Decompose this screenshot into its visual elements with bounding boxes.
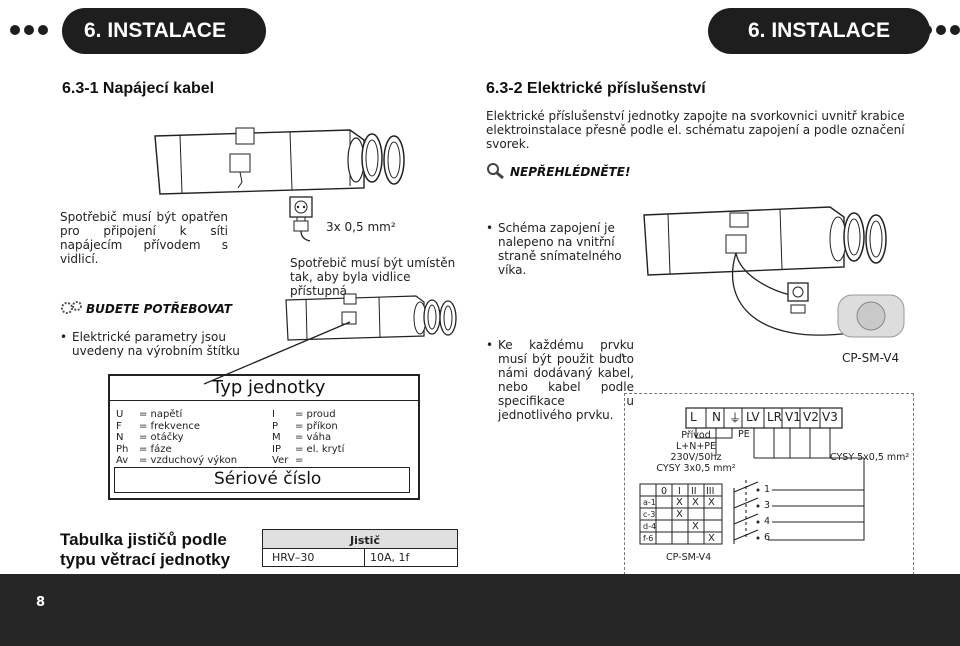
switch-col-III: III [706, 486, 715, 497]
nameplate-title: Typ jednotky [212, 377, 326, 398]
plate-left-values: = napětí= frekvence= otáčky= fáze= vzduc… [139, 409, 238, 466]
notice-title: NEPŘEHLÉDNĚTE! [510, 165, 631, 179]
magnifier-icon [487, 163, 504, 180]
nameplate-title-rule [108, 400, 420, 401]
pe-label: PE [738, 429, 750, 440]
contact-6: 6 [764, 532, 771, 543]
page-footer [0, 574, 960, 646]
contact-3: 3 [764, 500, 771, 511]
serial-label: Sériové číslo [214, 469, 322, 489]
notice-bullet-2: Ke každému prvku musí být použit buďto n… [486, 338, 634, 422]
contact-1: 1 [764, 484, 771, 495]
header-dots-left [10, 25, 48, 35]
terminal-V2: V2 [803, 410, 819, 424]
right-heading: 6.3-2 Elektrické příslušenství [486, 80, 706, 97]
switch-col-I: I [678, 486, 681, 497]
accessories-intro: Elektrické příslušenství jednotky zapojt… [486, 109, 905, 151]
svg-text:X: X [692, 521, 699, 532]
terminal-LV: LV [746, 410, 760, 424]
breaker-table [262, 529, 458, 567]
cable-spec-label: 3x 0,5 mm² [326, 220, 396, 234]
supply-label: Přívod L+N+PE 230V/50hz CYSY 3x0,5 mm² [656, 430, 736, 474]
section-tab-left: 6. INSTALACE [62, 8, 266, 54]
left-heading: 6.3-1 Napájecí kabel [62, 80, 215, 97]
switch-col-0: 0 [661, 486, 668, 497]
terminal-V1: V1 [785, 410, 801, 424]
cable-5x-label: CYSY 5x0,5 mm² [830, 452, 910, 463]
ventilation-unit-illustration [154, 127, 405, 195]
breaker-header: Jistič [350, 534, 380, 547]
terminal-L: L [690, 410, 697, 424]
socket-plug-icon [289, 196, 313, 242]
nameplate [108, 374, 420, 500]
svg-text:X: X [708, 533, 715, 544]
unit-with-controller-illustration [643, 206, 905, 338]
switch-label: CP-SM-V4 [666, 552, 712, 563]
terminal-ground: ⏚ [729, 411, 742, 425]
header-dots-right [922, 25, 960, 35]
controller-label: CP-SM-V4 [842, 351, 900, 365]
breaker-unit-type: HRV–30 [272, 551, 315, 564]
need-item: Elektrické parametry jsou uvedeny na výr… [60, 330, 242, 358]
contact-4: 4 [764, 516, 771, 527]
breaker-table-header-band [263, 530, 457, 549]
power-intro-text: Spotřebič musí být opatřen pro připojení… [60, 210, 228, 266]
switch-row-f6: f-6 [643, 534, 654, 543]
svg-text:X: X [692, 497, 699, 508]
breaker-table-divider [364, 548, 365, 566]
serial-box [114, 467, 410, 493]
switch-row-a1: a-1 [643, 498, 656, 507]
breaker-value: 10A, 1f [370, 551, 410, 564]
switch-row-d4: d-4 [643, 522, 657, 531]
svg-text:X: X [676, 497, 683, 508]
ventilation-unit-small-illustration [285, 293, 457, 341]
terminal-N: N [712, 410, 721, 424]
plate-right-values: = proud= příkon= váha= el. krytí= [295, 409, 345, 466]
switch-col-II: II [691, 486, 697, 497]
page-number: 8 [36, 595, 46, 610]
notice-bullet-1: Schéma zapojení je nalepeno na vnitřní s… [486, 221, 634, 277]
section-tab-right: 6. INSTALACE [708, 8, 930, 54]
switch-row-c3: c-3 [643, 510, 656, 519]
plug-access-note: Spotřebič musí být umístěn tak, aby byla… [290, 256, 456, 298]
terminal-LR: LR [767, 410, 783, 424]
need-title: BUDETE POTŘEBOVAT [86, 302, 232, 316]
svg-text:X: X [708, 497, 715, 508]
svg-text:X: X [676, 509, 683, 520]
terminal-V3: V3 [822, 410, 838, 424]
tools-icon [61, 301, 82, 314]
plate-pointer-line [203, 321, 351, 385]
